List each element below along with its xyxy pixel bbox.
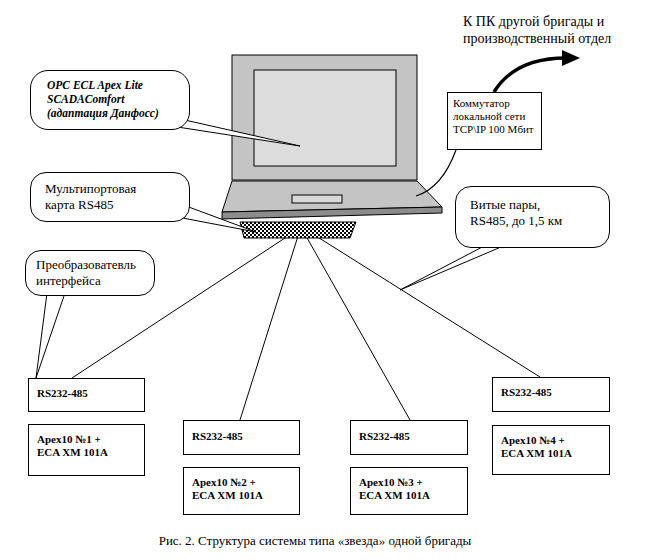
multiport-card: [240, 222, 356, 238]
converter-box: RS232-485: [350, 420, 468, 455]
node-text: OPC ECL Apex Lite SCADAComfort (адаптаци…: [47, 79, 169, 120]
converter-box: RS232-485: [28, 378, 145, 412]
twisted-pair-wire: [240, 236, 298, 420]
laptop-front: [222, 207, 442, 219]
node-text: Apex10 №4 + ECA XM 101A: [501, 434, 583, 460]
twisted-pair-wire: [316, 236, 540, 377]
arrow-head: [562, 50, 580, 66]
callout-pointer: [36, 293, 65, 378]
card-callout: Мультипортовая карта RS485: [30, 172, 190, 222]
wire-callout: Витые пары, RS485, до 1,5 км: [455, 186, 610, 248]
laptop-screen: [254, 70, 396, 166]
node-text: RS232-485: [501, 386, 601, 399]
switch-box: Коммутатор локальной сети TCP\IP 100 Мби…: [447, 92, 542, 150]
controller-box: Apex10 №3 + ECA XM 101A: [350, 467, 468, 515]
node-text: Преобразоватевль интерфейса: [36, 257, 152, 288]
converter-box: RS232-485: [492, 377, 610, 412]
controller-box: Apex10 №2 + ECA XM 101A: [183, 467, 300, 515]
node-text: Мультипортовая карта RS485: [45, 181, 160, 212]
converter-box: RS232-485: [183, 420, 300, 455]
note-text: К ПК другой бригады и производственный о…: [463, 14, 645, 48]
node-text: Apex10 №1 + ECA XM 101A: [37, 433, 119, 459]
node-text: Коммутатор локальной сети TCP\IP 100 Мби…: [453, 97, 539, 137]
figure-caption: Рис. 2. Структура системы типа «звезда» …: [20, 533, 610, 549]
twisted-pair-wire: [306, 236, 410, 420]
node-text: Apex10 №2 + ECA XM 101A: [192, 476, 274, 502]
node-text: Витые пары, RS485, до 1,5 км: [470, 197, 575, 228]
software-callout: OPC ECL Apex Lite SCADAComfort (адаптаци…: [30, 70, 190, 130]
node-text: Apex10 №3 + ECA XM 101A: [359, 476, 441, 502]
callout-tail: [36, 293, 65, 378]
network-arrow: [494, 58, 566, 92]
laptop-lid: [232, 55, 417, 180]
callout-tail: [400, 244, 508, 290]
converter-callout: Преобразоватевль интерфейса: [25, 250, 155, 296]
node-text: RS232-485: [359, 430, 459, 443]
laptop-touchpad: [292, 195, 342, 203]
controller-box: Apex10 №4 + ECA XM 101A: [492, 425, 610, 475]
node-text: RS232-485: [37, 387, 137, 400]
controller-box: Apex10 №1 + ECA XM 101A: [28, 424, 145, 476]
node-text: RS232-485: [192, 430, 292, 443]
lan-cable: [416, 150, 456, 196]
